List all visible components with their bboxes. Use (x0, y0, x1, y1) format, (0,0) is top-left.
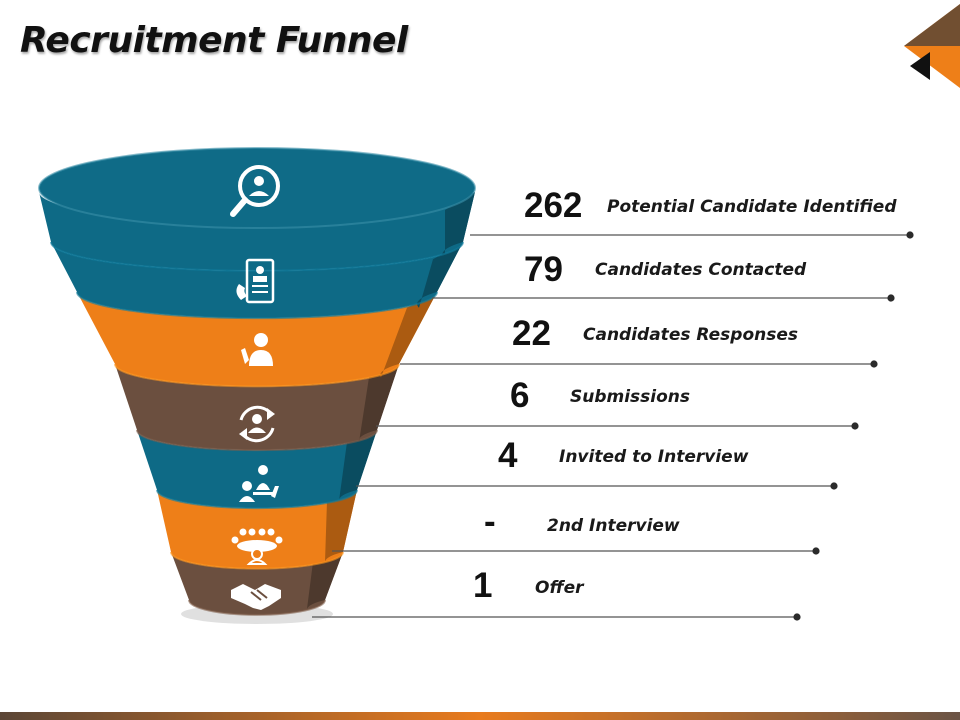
stage-value-6: - (484, 502, 496, 541)
interview-desk-icon (239, 465, 279, 502)
funnel-band-6 (157, 490, 357, 570)
funnel-band-5 (137, 430, 377, 510)
funnel-top-opening (39, 148, 475, 228)
leader-dot-4 (851, 422, 859, 430)
leader-dot-3 (870, 360, 878, 368)
slide-title: Recruitment Funnel (20, 20, 408, 61)
magnifier-person-icon (230, 165, 280, 217)
person-cycle-icon (239, 405, 275, 443)
stage-label-5: Invited to Interview (559, 447, 749, 467)
stage-label-1: Potential Candidate Identified (607, 197, 897, 217)
stage-value-4: 6 (510, 376, 530, 415)
stage-value-2: 79 (524, 250, 563, 289)
meeting-table-icon (231, 528, 283, 565)
leader-dot-2 (887, 294, 895, 302)
funnel-band-7 (171, 552, 343, 616)
leader-dot-6 (812, 547, 820, 555)
person-raised-hand-icon (241, 333, 273, 366)
stage-value-1: 262 (524, 186, 583, 225)
leader-dot-7 (793, 613, 801, 621)
stage-label-3: Candidates Responses (583, 325, 798, 345)
stage-value-7: 1 (473, 566, 493, 605)
stage-label-7: Offer (535, 578, 584, 598)
stage-label-4: Submissions (570, 387, 691, 407)
stage-value-5: 4 (498, 436, 518, 475)
handshake-icon (231, 584, 281, 610)
leader-dot-1 (906, 231, 914, 239)
stage-label-2: Candidates Contacted (595, 260, 807, 280)
stage-value-3: 22 (512, 314, 551, 353)
bottom-accent-bar (0, 712, 960, 720)
phone-resume-icon (236, 258, 275, 304)
stage-label-6: 2nd Interview (547, 516, 680, 536)
back-arrow-icon (910, 52, 930, 80)
leader-dot-5 (830, 482, 838, 490)
corner-decoration (904, 4, 960, 88)
